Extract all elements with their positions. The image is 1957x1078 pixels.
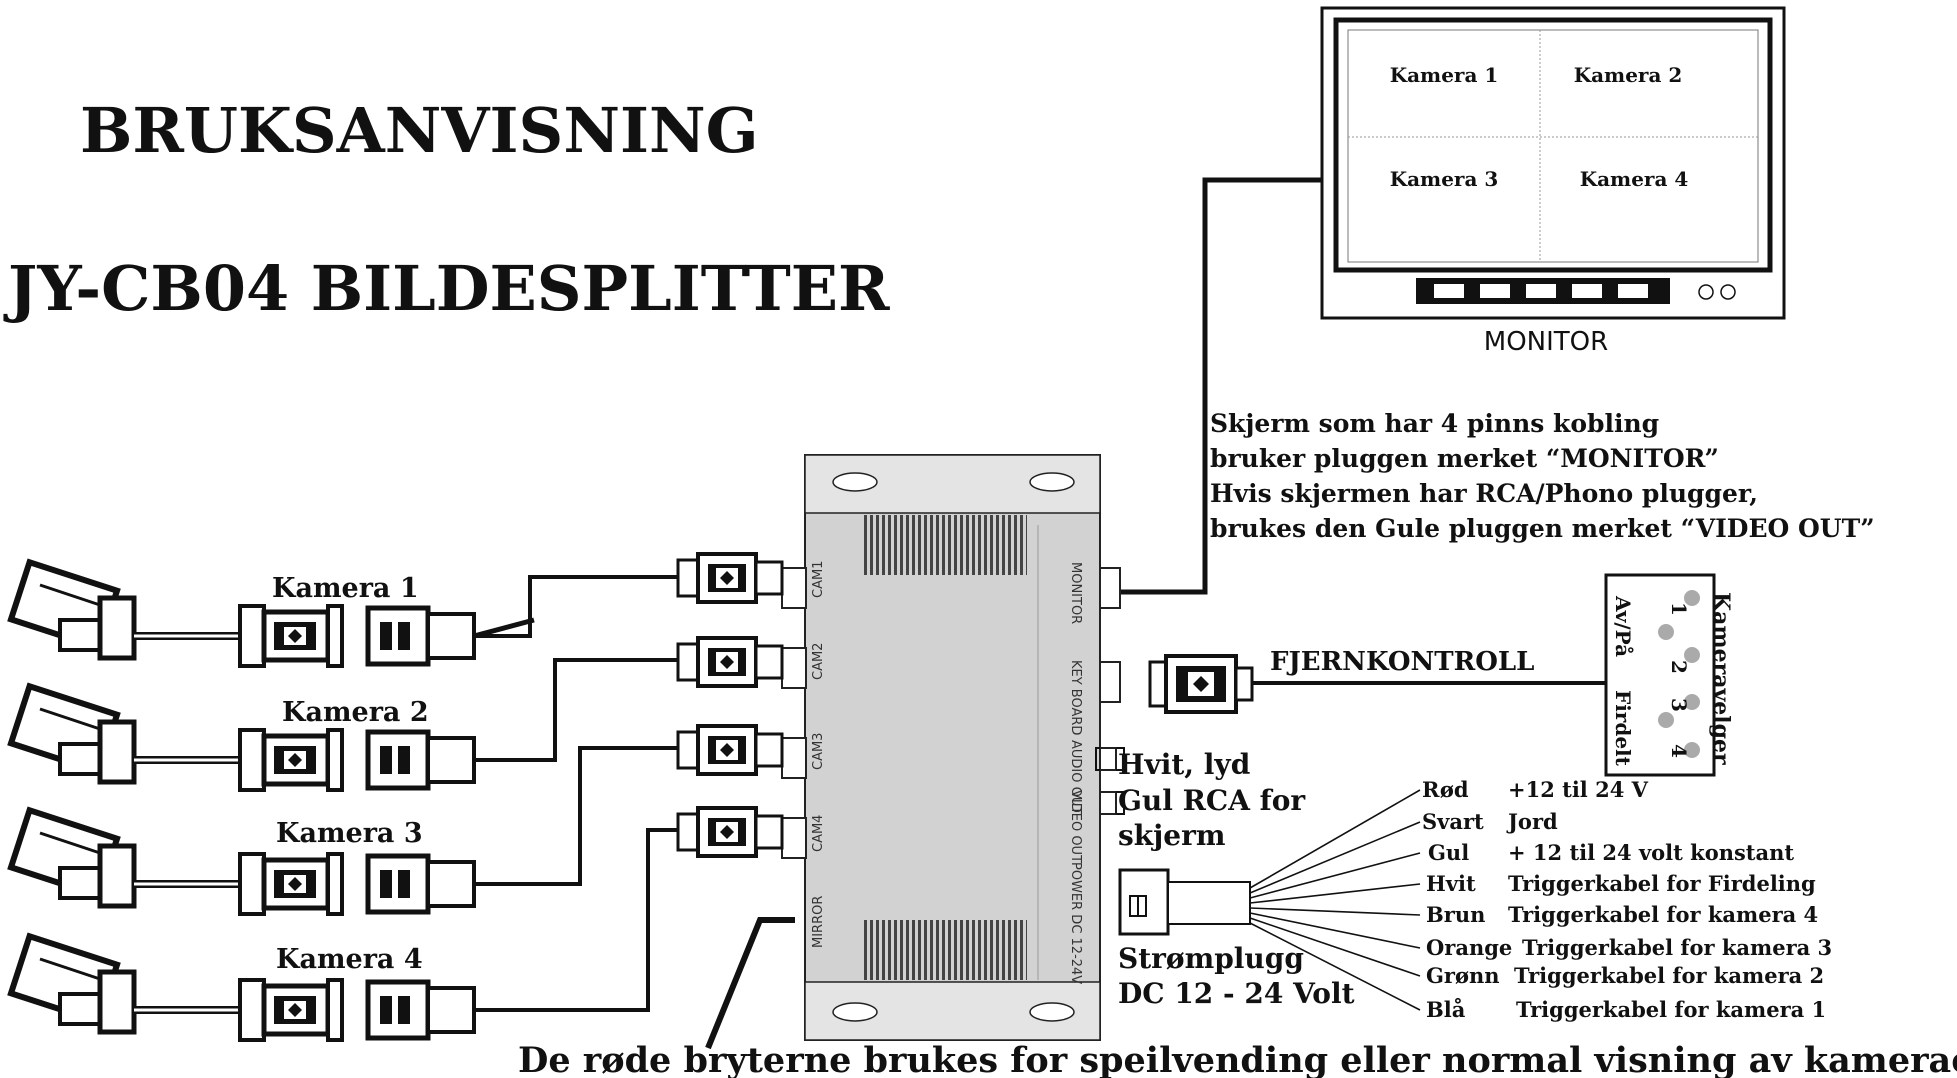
splitter-connectors — [676, 552, 784, 858]
wire-desc-5: Triggerkabel for kamera 4 — [1508, 902, 1818, 927]
wire-color-4: Hvit — [1426, 871, 1476, 896]
port-audio-out: AUDIO OUT — [1068, 740, 1083, 814]
monitor-quad-1: Kamera 1 — [1390, 63, 1499, 87]
camera-row-2 — [7, 682, 476, 792]
video-out-label-line-1: Gul RCA for — [1118, 784, 1306, 817]
wire-color-7: Grønn — [1426, 963, 1500, 988]
monitor-note-line-2: bruker pluggen merket “MONITOR” — [1210, 444, 1719, 473]
wire-desc-8: Triggerkabel for kamera 1 — [1516, 997, 1826, 1022]
camera-cables — [474, 575, 680, 1012]
remote-button-4[interactable] — [1684, 742, 1700, 758]
wire-desc-4: Triggerkabel for Firdeling — [1508, 871, 1816, 896]
wire-desc-1: +12 til 24 V — [1508, 777, 1649, 802]
video-out-label-line-2: skjerm — [1118, 819, 1226, 852]
monitor-quad-4: Kamera 4 — [1580, 167, 1689, 191]
splitter-port-stubs-left — [781, 567, 807, 859]
monitor-cable — [1120, 177, 1322, 595]
audio-out-label: Hvit, lyd — [1118, 748, 1250, 781]
monitor-quad-2: Kamera 2 — [1574, 63, 1683, 87]
wire-desc-2: Jord — [1506, 809, 1558, 834]
remote-title: Kameravelger — [1708, 592, 1734, 765]
monitor — [1320, 6, 1786, 320]
power-label-line-2: DC 12 - 24 Volt — [1118, 977, 1355, 1010]
port-video-out: VIDEO OUT — [1068, 790, 1083, 863]
remote-button-quad[interactable] — [1658, 712, 1674, 728]
power-label-line-1: Strømplugg — [1118, 942, 1304, 975]
remote-connector — [1148, 654, 1254, 714]
port-cam1: CAM1 — [811, 561, 826, 598]
remote-button-onoff[interactable] — [1658, 624, 1674, 640]
wire-color-5: Brun — [1426, 902, 1485, 927]
camera-label-1: Kamera 1 — [272, 573, 419, 604]
wire-desc-3: + 12 til 24 volt konstant — [1508, 840, 1794, 865]
camera-row-4 — [7, 932, 476, 1042]
power-wire-fan — [1249, 789, 1421, 1011]
mirror-switch-pointer — [705, 917, 795, 1050]
monitor-note-line-1: Skjerm som har 4 pinns kobling — [1210, 409, 1659, 438]
camera-icon — [7, 558, 137, 661]
monitor-note-line-4: brukes den Gule pluggen merket “VIDEO OU… — [1210, 514, 1875, 543]
camera-row-3 — [7, 806, 476, 916]
port-cam3: CAM3 — [811, 733, 826, 770]
power-socket — [1118, 868, 1251, 936]
footer-note: De røde bryterne brukes for speilvending… — [518, 1040, 1957, 1078]
remote-button-1[interactable] — [1684, 590, 1700, 606]
title-bruksanvisning: BRUKSANVISNING — [80, 94, 759, 167]
remote-button-label-1: 1 — [1667, 602, 1691, 616]
camera-label-4: Kamera 4 — [276, 944, 423, 975]
remote-unit — [1604, 573, 1716, 777]
wire-color-3: Gul — [1428, 840, 1469, 865]
port-power: POWER DC 12-24V — [1068, 862, 1083, 984]
monitor-note-line-3: Hvis skjermen har RCA/Phono plugger, — [1210, 479, 1758, 508]
wire-desc-7: Triggerkabel for kamera 2 — [1514, 963, 1824, 988]
monitor-label: MONITOR — [1484, 327, 1608, 357]
camera-label-2: Kamera 2 — [282, 697, 429, 728]
port-cam4: CAM4 — [811, 815, 826, 852]
remote-quad-label: Firdelt — [1611, 690, 1635, 767]
port-keyboard: KEY BOARD — [1068, 660, 1083, 735]
monitor-quad-3: Kamera 3 — [1390, 167, 1499, 191]
video-out-bracket — [1116, 791, 1125, 815]
port-cam2: CAM2 — [811, 643, 826, 680]
wire-color-8: Blå — [1426, 997, 1466, 1022]
wire-color-1: Rød — [1422, 777, 1469, 802]
remote-button-label-2: 2 — [1667, 660, 1691, 674]
remote-button-label-3: 3 — [1667, 698, 1691, 712]
splitter-port-stubs-right — [1099, 567, 1121, 815]
remote-cable-label: FJERNKONTROLL — [1270, 647, 1534, 677]
camera-row-1 — [7, 558, 535, 668]
remote-button-3[interactable] — [1684, 694, 1700, 710]
remote-button-label-4: 4 — [1667, 744, 1691, 758]
wire-color-2: Svart — [1422, 809, 1484, 834]
camera-label-3: Kamera 3 — [276, 818, 423, 849]
title-model: JY-CB04 BILDESPLITTER — [3, 252, 890, 325]
audio-out-bracket — [1116, 747, 1125, 771]
remote-button-2[interactable] — [1684, 647, 1700, 663]
port-mirror: MIRROR — [811, 896, 826, 948]
wire-desc-6: Triggerkabel for kamera 3 — [1522, 935, 1832, 960]
splitter-box — [804, 454, 1101, 1041]
port-monitor: MONITOR — [1068, 562, 1083, 624]
wire-color-6: Orange — [1426, 935, 1512, 960]
remote-onoff-label: Av/På — [1611, 595, 1635, 657]
wire-legend: Rød +12 til 24 V Svart Jord Gul + 12 til… — [1422, 777, 1832, 1022]
